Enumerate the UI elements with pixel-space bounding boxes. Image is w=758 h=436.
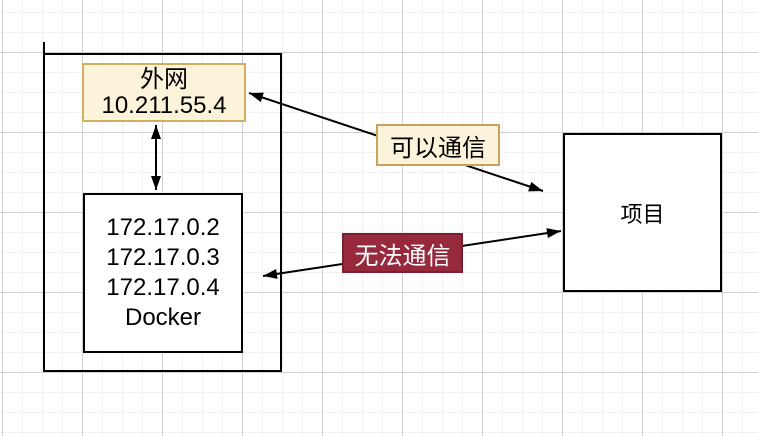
project-label: 项目 [620, 201, 665, 227]
docker-ip-1: 172.17.0.2 [106, 214, 220, 241]
external-network-ip: 10.211.55.4 [101, 91, 227, 119]
docker-ip-2: 172.17.0.3 [106, 244, 220, 271]
host-boundary-box [43, 53, 282, 372]
docker-box: 172.17.0.2 172.17.0.3 172.17.0.4 Docker [83, 193, 243, 353]
external-network-box: 外网 10.211.55.4 [82, 63, 246, 122]
docker-label: Docker [124, 304, 202, 331]
project-box: 项目 [563, 133, 722, 292]
docker-ip-3: 172.17.0.4 [106, 274, 220, 301]
can-communicate-label: 可以通信 [376, 124, 500, 166]
cannot-communicate-label: 无法通信 [342, 233, 463, 273]
external-network-name: 外网 [140, 65, 188, 93]
